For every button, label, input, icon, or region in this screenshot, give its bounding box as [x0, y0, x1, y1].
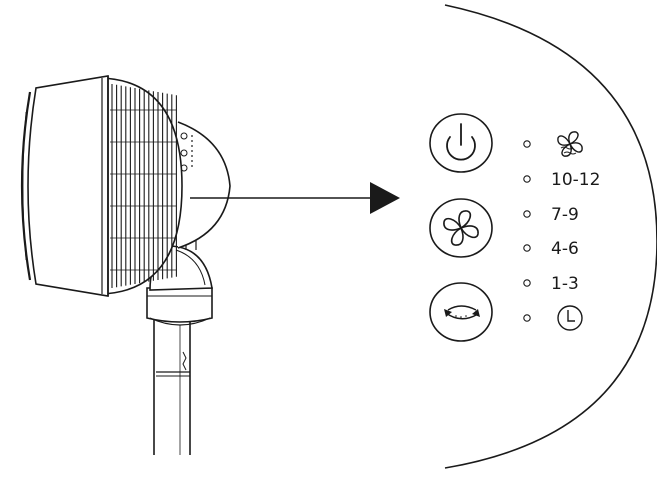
panel-outline: [444, 4, 657, 469]
speed-label-7-9: 7-9: [551, 205, 579, 225]
pointer-arrow: [190, 182, 400, 214]
power-button[interactable]: [429, 113, 493, 173]
timer-icon: [557, 305, 583, 331]
speed-label-10-12: 10-12: [551, 170, 600, 190]
indicator-light-speed-10-12: [523, 175, 531, 183]
speed-label-4-6: 4-6: [551, 239, 579, 259]
indicator-light-timer: [523, 314, 531, 322]
indicator-lights: [523, 140, 531, 322]
indicator-light-speed-1-3: [523, 279, 531, 287]
fan-illustration: [20, 75, 231, 455]
fan-front-body: [20, 75, 109, 297]
power-icon: [446, 123, 476, 161]
speed-label-1-3: 1-3: [551, 274, 579, 294]
oscillation-button[interactable]: [429, 282, 493, 342]
indicator-light-speed-4-6: [523, 244, 531, 252]
fan-grille: [99, 77, 183, 295]
fan-icon: [443, 210, 479, 246]
oscillation-icon: [444, 305, 480, 320]
indicator-light-breeze: [523, 140, 531, 148]
control-panel: 10-12 7-9 4-6 1-3: [429, 4, 657, 469]
indicator-light-speed-7-9: [523, 210, 531, 218]
speed-button[interactable]: [429, 198, 493, 258]
rear-control-dots: [180, 132, 193, 172]
fan-rear-housing: [177, 121, 231, 249]
fan-pole: [153, 320, 191, 455]
fan-collar: [146, 287, 213, 326]
breeze-mode-icon: [557, 131, 583, 157]
